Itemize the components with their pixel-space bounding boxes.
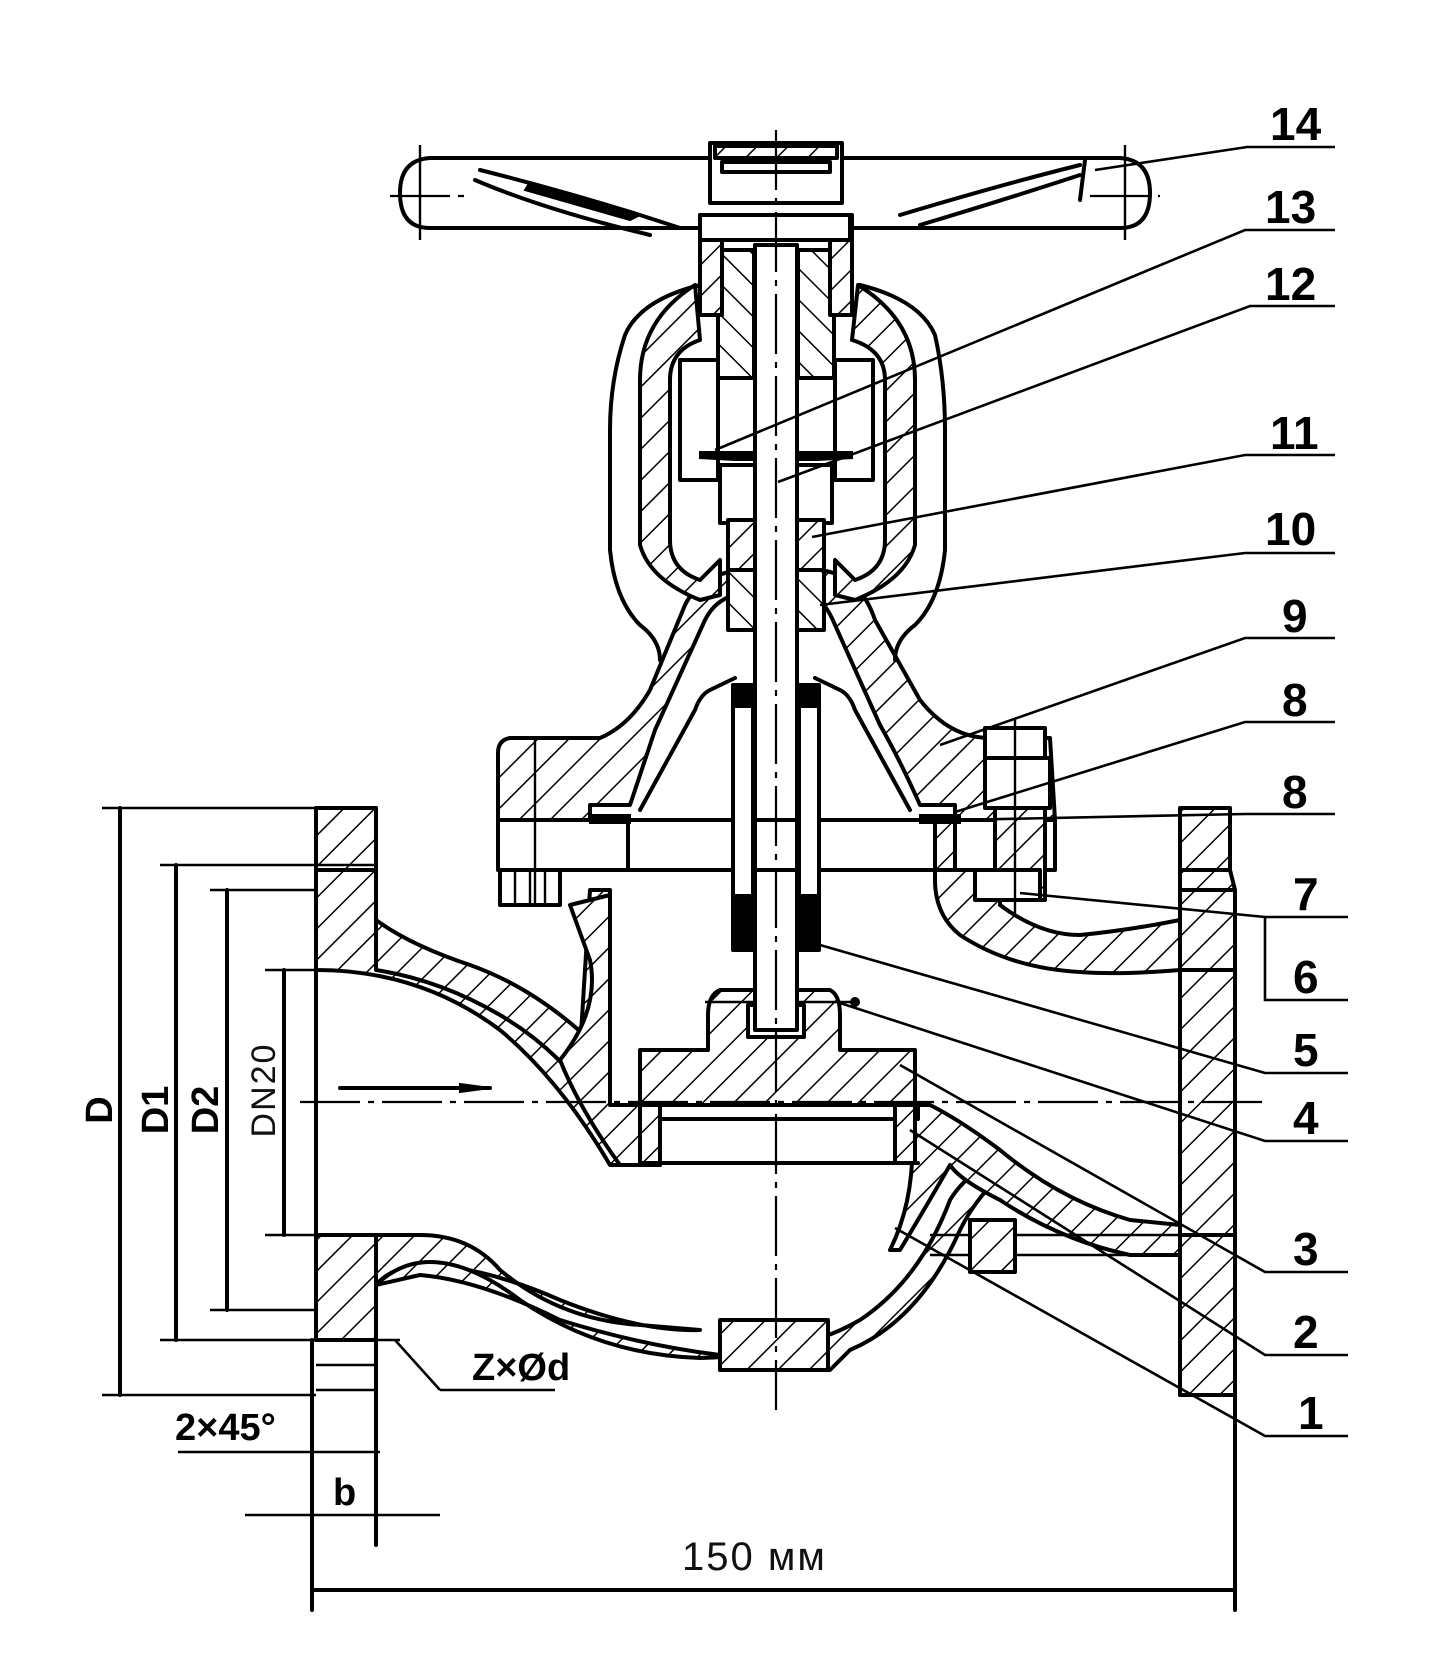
bonnet — [496, 213, 1057, 952]
gasket-right — [919, 814, 961, 824]
right-flange-top — [1178, 806, 1232, 872]
part-number-8-lower: 8 — [1282, 766, 1308, 818]
part-number-10: 10 — [1265, 503, 1316, 555]
dim-label-D1: D1 — [135, 1086, 177, 1135]
part-callouts: 14 13 12 11 10 9 8 8 7 6 5 4 3 — [714, 98, 1348, 1439]
part-number-8-upper: 8 — [1282, 674, 1308, 726]
dim-label-D2: D2 — [185, 1086, 227, 1135]
part-number-14: 14 — [1270, 98, 1322, 150]
part-number-4: 4 — [1293, 1092, 1319, 1144]
yoke-outline — [608, 283, 702, 662]
part-number-9: 9 — [1282, 590, 1308, 642]
packing-left — [726, 568, 757, 632]
body-foot-rib — [968, 1218, 1017, 1274]
bolt-left — [498, 738, 562, 907]
part-number-12: 12 — [1265, 258, 1316, 310]
flange-thickness-label: b — [333, 1472, 356, 1514]
body-partition-left — [558, 893, 662, 1167]
chamfer-label: 2×45° — [175, 1407, 276, 1449]
left-flange-top — [314, 806, 378, 872]
left-flange-bottom — [314, 1233, 378, 1342]
part-number-3: 3 — [1293, 1223, 1319, 1275]
bonnet-flange-lower-left — [496, 818, 630, 872]
right-flange-bottom — [1178, 1233, 1237, 1397]
bottom-dimensions: Z×Ød 2×45° b 150 мм — [175, 1338, 1237, 1612]
left-dimensions: D D1 D2 DN20 — [79, 806, 400, 1397]
part-number-2: 2 — [1293, 1306, 1319, 1358]
body-lower-bowl — [374, 1166, 1012, 1372]
part-number-11: 11 — [1270, 407, 1319, 459]
bolt-holes-label: Z×Ød — [472, 1347, 570, 1389]
right-flange-upper — [1178, 888, 1237, 972]
part-number-13: 13 — [1265, 181, 1316, 233]
dim-label-D: D — [79, 1096, 121, 1123]
packing-right — [795, 568, 826, 632]
gasket-left — [589, 814, 631, 824]
bottom-boss — [718, 1318, 830, 1372]
seat-ring — [638, 1103, 920, 1165]
part-number-6: 6 — [1293, 951, 1319, 1003]
part-number-1: 1 — [1298, 1387, 1324, 1439]
part-number-7: 7 — [1293, 868, 1319, 920]
part-number-5: 5 — [1293, 1024, 1319, 1076]
face-to-face-label: 150 мм — [682, 1535, 827, 1579]
nominal-size-label: DN20 — [245, 1043, 283, 1138]
body-right-wall — [888, 1103, 1182, 1257]
